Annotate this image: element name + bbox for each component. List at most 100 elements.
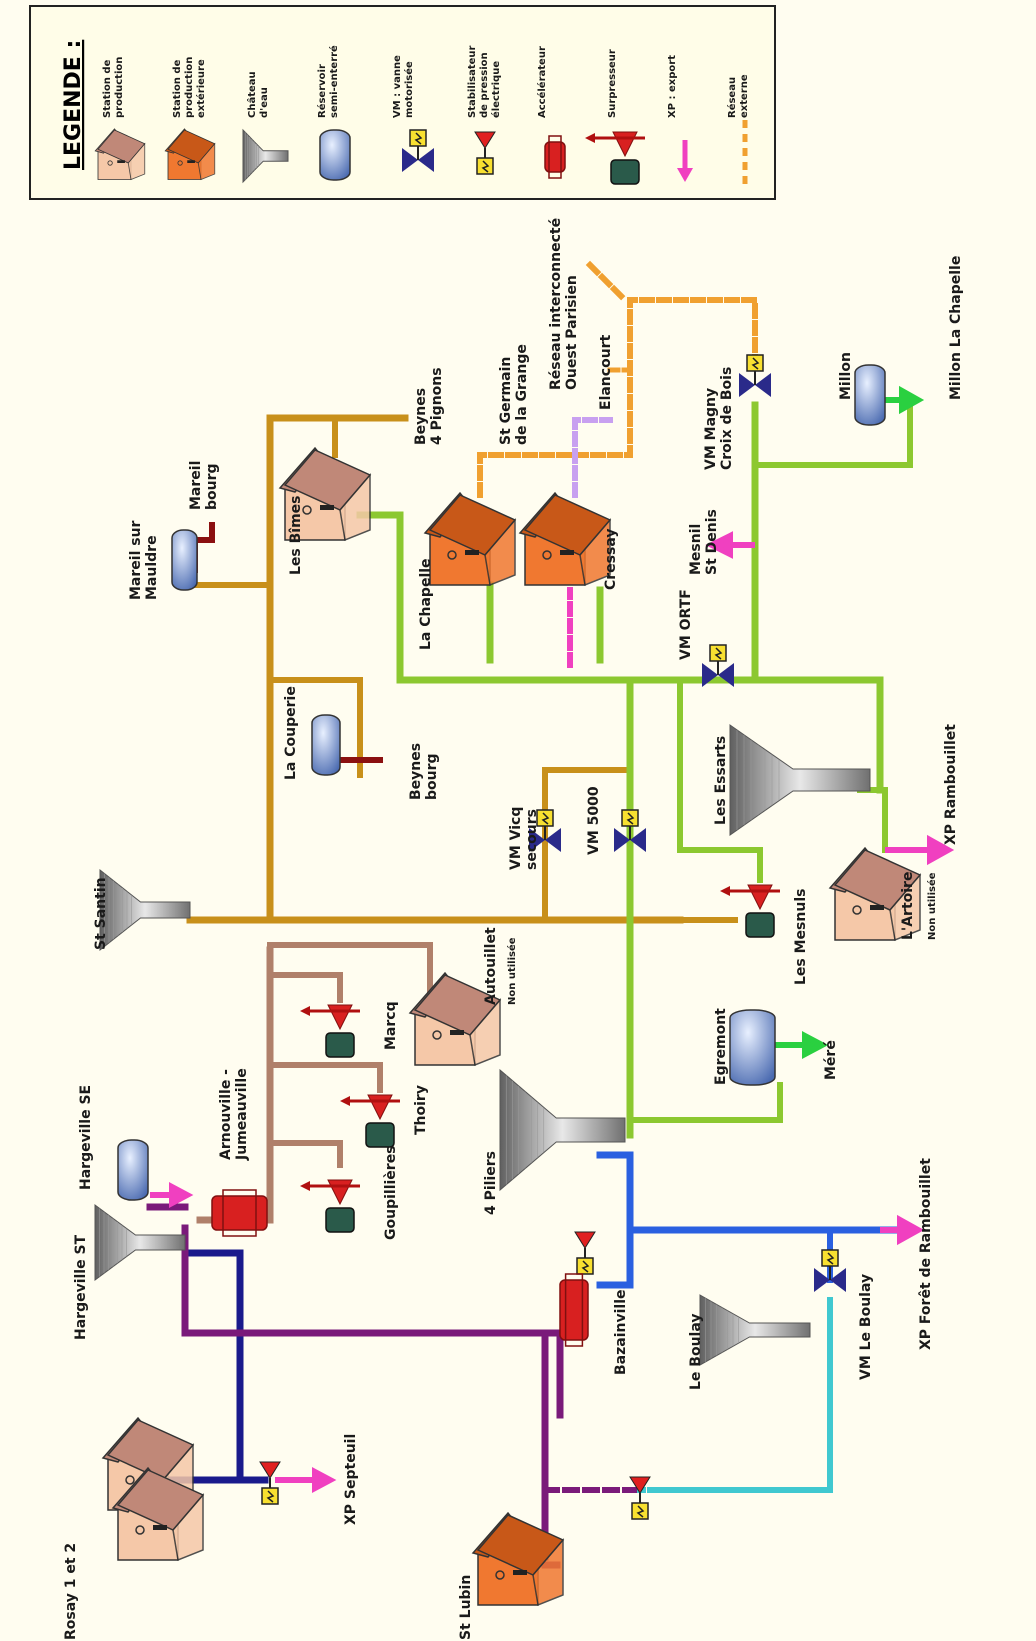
label-les-mesnuls: Les Mesnuls — [793, 889, 809, 985]
export-arrows — [150, 531, 955, 1493]
house-icon-st-lubin — [471, 1511, 565, 1607]
label-st-santin: St Santin — [93, 877, 109, 950]
reservoir-icon-millon — [854, 364, 886, 426]
label-mareil-sur-mauldre: Mareil surMauldre — [128, 520, 160, 600]
label-reseau-ouest: Réseau interconnectéOuest Parisien — [548, 218, 580, 390]
legend-item: Station deproductionextérieure — [164, 57, 216, 181]
pipe-gold-vicq — [542, 767, 633, 923]
pipe-blue-main — [596, 1151, 634, 1289]
legend-title: LEGENDE : — [61, 40, 86, 170]
label-hargeville-st: Hargeville ST — [73, 1234, 89, 1340]
booster-icon-les-mesnuls — [720, 884, 780, 938]
house-icon-les-bimes — [278, 446, 372, 542]
house-light-icon — [94, 128, 146, 181]
pipe-green-bimes — [356, 511, 634, 684]
house-icon-la-chapelle — [423, 491, 517, 587]
export-arrow-icon — [897, 1214, 925, 1246]
label-elancourt: Elancourt — [598, 334, 614, 410]
motor-valve-icon-magny — [739, 354, 771, 397]
legend: LEGENDE : Station deproduction Station de… — [29, 5, 776, 200]
pipe-orange-germain — [477, 297, 758, 498]
label-l-artoire: L'Artoire — [900, 872, 916, 940]
motor-valve-icon — [402, 129, 434, 172]
legend-item-label: Réseauexterne — [726, 74, 750, 118]
label-xp-septeuil: XP Septeuil — [343, 1434, 359, 1525]
legend-item-label: Réservoirsemi-enterré — [316, 45, 340, 118]
pressure-stabilizer-icon — [474, 131, 496, 175]
legend-item-label: Stabilisateurde pressionélectrique — [467, 45, 502, 118]
legend-item-label: XP : export — [667, 55, 678, 118]
label-thoiry: Thoiry — [413, 1085, 429, 1135]
label-millon-la-chapelle: Millon La Chapelle — [948, 256, 964, 400]
reservoir-icon-egremont — [729, 1009, 776, 1086]
legend-item: Réseauexterne — [726, 74, 750, 185]
pipe-cyan — [657, 1297, 833, 1493]
booster-icon-goupillieres — [300, 1179, 360, 1233]
label-bazainville: Bazainville — [613, 1290, 629, 1376]
motor-valve-icon-5000 — [614, 809, 646, 852]
label-mareil-bourg: Mareilbourg — [188, 461, 220, 510]
label-l-artoire-note: Non utilisée — [926, 872, 938, 940]
legend-item-label: VM : vannemotorisée — [392, 55, 415, 118]
legend-item-label: Station deproductionextérieure — [172, 57, 207, 118]
label-beynes-bourg: Beynesbourg — [408, 743, 440, 800]
pressure-stabilizer-icon-bazainville — [574, 1231, 596, 1275]
export-arrow-icon — [927, 834, 955, 866]
label-rosay: Rosay 1 et 2 — [63, 1543, 79, 1640]
label-st-germain: St Germainde la Grange — [498, 344, 530, 445]
export-arrow-icon — [169, 1182, 194, 1208]
legend-item-label: Surpresseur — [607, 49, 618, 118]
label-marcq: Marcq — [383, 1001, 399, 1050]
label-le-boulay: Le Boulay — [688, 1314, 704, 1391]
pipe-gold-couperie — [267, 677, 363, 778]
booster-icon — [585, 131, 645, 185]
label-autouillet-note: Non utilisée — [506, 937, 518, 1005]
accelerator-icon — [544, 135, 566, 179]
label-cressay: Cressay — [603, 529, 619, 590]
water-tower-icon — [242, 128, 289, 184]
label-la-chapelle: La Chapelle — [418, 558, 434, 650]
legend-item: Surpresseur — [585, 49, 645, 185]
legend-item: Accélérateur — [536, 46, 566, 179]
legend-item: Stabilisateurde pressionélectrique — [467, 45, 502, 175]
water-tower-icon-4-piliers — [499, 1068, 626, 1192]
label-vm-ortf: VM ORTF — [678, 589, 694, 660]
label-st-lubin: St Lubin — [458, 1575, 474, 1640]
pipes — [146, 260, 913, 1569]
green-export-arrows — [775, 385, 925, 1059]
reservoir-icon-hargeville-se — [117, 1139, 149, 1201]
motor-valve-icon-vicq — [529, 809, 561, 852]
label-vm-5000: VM 5000 — [586, 786, 602, 855]
water-tower-icon-les-essarts — [729, 724, 871, 836]
legend-item: Châteaud'eau — [242, 71, 289, 184]
pipe-purple-dash2 — [542, 1407, 643, 1493]
water-tower-icon-hargeville-st — [94, 1204, 186, 1281]
label-egremont: Egremont — [713, 1008, 729, 1085]
legend-item: Station deproduction — [94, 57, 146, 181]
pipe-rose-marcq — [267, 972, 343, 1003]
motor-valve-icon-ortf — [702, 644, 734, 687]
reservoir-icon-mareil — [171, 529, 198, 591]
legend-item: Réservoirsemi-enterré — [316, 45, 351, 181]
label-vm-le-boulay: VM Le Boulay — [858, 1274, 874, 1380]
water-tower-icon-st-santin — [99, 868, 191, 952]
legend-item-label: Châteaud'eau — [246, 71, 270, 118]
label-la-couperie: La Couperie — [283, 686, 299, 780]
pipe-rose-autouillet — [267, 942, 433, 993]
label-quatre-piliers: 4 Piliers — [483, 1151, 499, 1215]
house-icon-autouillet — [408, 971, 502, 1067]
reservoir-icon-la-couperie — [311, 714, 341, 776]
label-les-essarts: Les Essarts — [713, 736, 729, 825]
label-mesnil-st-denis: MesnilSt Denis — [688, 509, 720, 575]
pipe-gold-v1 — [266, 414, 409, 924]
components — [94, 354, 922, 1607]
legend-item-label: Station deproduction — [102, 57, 125, 118]
label-goupillieres: Goupillières — [383, 1145, 399, 1240]
legend-item: XP : export — [667, 55, 693, 182]
pipe-lilac-elancourt — [572, 417, 613, 498]
label-les-bimes: Les Bîmes — [288, 495, 304, 575]
label-hargeville-se: Hargeville SE — [78, 1085, 94, 1190]
label-millon: Millon — [838, 352, 854, 400]
